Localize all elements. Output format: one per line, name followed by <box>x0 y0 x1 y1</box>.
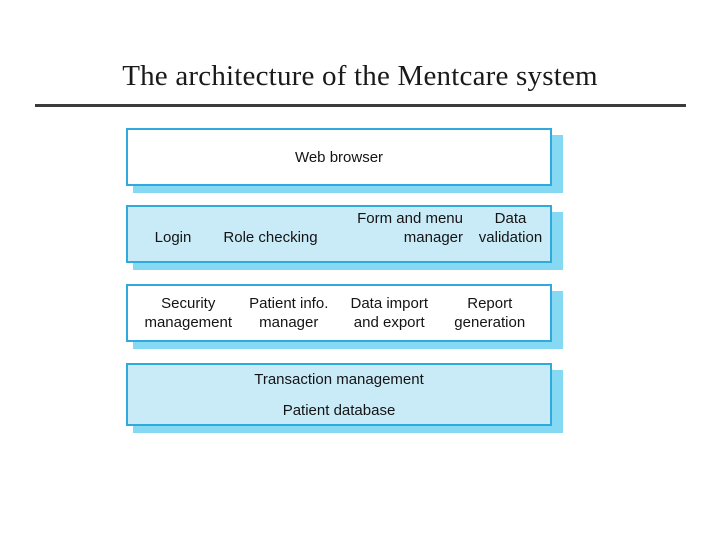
component-data-import-and-export: Data import and export <box>350 295 429 331</box>
component-patient-database: Patient database <box>282 401 396 419</box>
title-block: The architecture of the Mentcare system <box>0 58 720 94</box>
component-form-and-menu-manager: Form and menu manager <box>357 210 463 246</box>
diagram-layer-presentation[interactable]: Web browser <box>126 128 563 193</box>
layer-box: Web browser <box>126 128 552 186</box>
layer-box: Security management Patient info. manage… <box>126 284 552 342</box>
title-divider <box>35 104 686 107</box>
component-web-browser: Web browser <box>294 148 384 166</box>
component-role-checking: Role checking <box>223 229 318 246</box>
component-security-management: Security management <box>144 295 233 331</box>
layer-box: Login Role checking Form and menu manage… <box>126 205 552 263</box>
component-data-validation: Data validation <box>478 210 543 246</box>
component-report-generation: Report generation <box>454 295 526 331</box>
component-stack: Transaction management Patient database <box>128 370 550 420</box>
page-title: The architecture of the Mentcare system <box>122 60 598 92</box>
diagram-layer-services[interactable]: Login Role checking Form and menu manage… <box>126 205 563 270</box>
component-transaction-management: Transaction management <box>254 370 424 388</box>
architecture-diagram: Web browser Login Role checking Form and… <box>126 126 566 436</box>
diagram-layer-infrastructure[interactable]: Security management Patient info. manage… <box>126 284 563 349</box>
diagram-layer-data[interactable]: Transaction management Patient database <box>126 363 563 433</box>
layer-box: Transaction management Patient database <box>126 363 552 426</box>
component-patient-info-manager: Patient info. manager <box>249 295 329 331</box>
component-login: Login <box>154 229 192 246</box>
component-row: Security management Patient info. manage… <box>128 286 550 340</box>
component-row: Login Role checking Form and menu manage… <box>128 207 550 261</box>
